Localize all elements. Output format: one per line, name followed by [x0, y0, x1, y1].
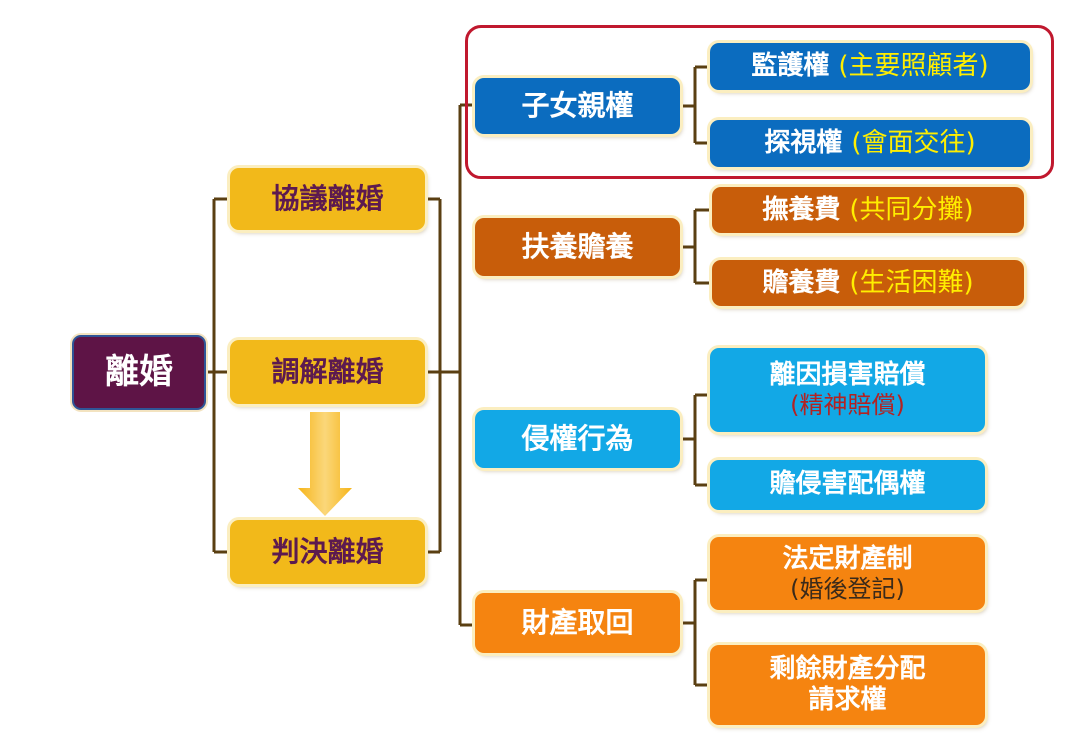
leaf-label: 撫養費	[762, 195, 841, 225]
branch-label: 侵權行為	[521, 422, 634, 456]
leaf-visitation-right: 探視權 (會面交往)	[710, 120, 1030, 167]
leaf-note: (婚後登記)	[790, 574, 905, 603]
leaf-label: 法定財產制	[782, 543, 913, 574]
root-label: 離婚	[105, 352, 173, 393]
leaf-note: (生活困難)	[849, 268, 974, 298]
leaf-surplus-distribution: 剩餘財產分配請求權	[710, 645, 985, 725]
branch-property: 財產取回	[475, 593, 680, 653]
leaf-statutory-property: 法定財產制(婚後登記)	[710, 537, 985, 610]
branch-label: 子女親權	[521, 89, 634, 123]
leaf-custody-right: 監護權 (主要照顧者)	[710, 43, 1030, 90]
leaf-note: (共同分攤)	[849, 195, 974, 225]
type-label: 判決離婚	[271, 535, 384, 569]
leaf-note: (精神賠償)	[790, 391, 905, 420]
branch-support: 扶養贍養	[475, 218, 680, 276]
type-node-judgment: 判決離婚	[230, 520, 425, 584]
leaf-damages: 離因損害賠償(精神賠償)	[710, 348, 985, 432]
leaf-label-line2: 請求權	[808, 685, 887, 715]
leaf-alimony: 贍養費 (生活困難)	[712, 260, 1024, 306]
leaf-note: (主要照顧者)	[838, 51, 989, 81]
leaf-label: 贍養費	[762, 268, 841, 298]
arrow-down-icon	[298, 412, 352, 516]
branch-label: 扶養贍養	[521, 230, 634, 264]
root-node: 離婚	[72, 335, 206, 410]
highlight-frame	[465, 25, 1054, 179]
branch-label: 財產取回	[521, 606, 634, 640]
leaf-label: 探視權	[764, 128, 843, 158]
branch-custody: 子女親權	[475, 78, 680, 134]
type-node-agreement: 協議離婚	[230, 168, 425, 230]
leaf-note: (會面交往)	[851, 128, 976, 158]
branch-tort: 侵權行為	[475, 410, 680, 468]
leaf-label: 離因損害賠償	[769, 360, 926, 390]
leaf-child-support: 撫養費 (共同分攤)	[712, 187, 1024, 233]
type-label: 調解離婚	[271, 355, 384, 389]
type-node-mediation: 調解離婚	[230, 340, 425, 404]
type-label: 協議離婚	[271, 182, 384, 216]
leaf-label: 贍侵害配偶權	[769, 469, 926, 500]
leaf-spousal-rights: 贍侵害配偶權	[710, 460, 985, 510]
leaf-label: 監護權	[751, 51, 830, 81]
leaf-label: 剩餘財產分配	[769, 653, 926, 684]
